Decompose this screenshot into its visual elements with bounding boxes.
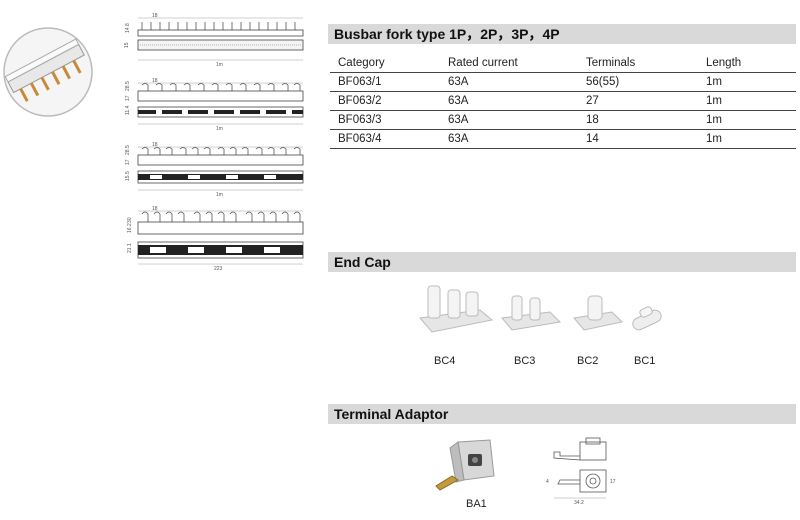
endcap-section-title: End Cap: [328, 252, 796, 272]
endcap-bc1-image: [632, 306, 662, 331]
adaptor-technical-drawing: 34.2 4 17: [546, 437, 616, 506]
drawing-1p: 18 14.8 15 1m: [124, 13, 304, 68]
cell: 1m: [698, 129, 796, 149]
svg-text:30: 30: [127, 217, 133, 223]
header-rated-current: Rated current: [440, 54, 578, 73]
header-terminals: Terminals: [578, 54, 698, 73]
endcap-bc4-image: [419, 285, 494, 333]
cell: BF063/1: [330, 72, 440, 92]
svg-text:1m: 1m: [216, 62, 223, 68]
cell: 56(55): [578, 72, 698, 92]
cell: 1m: [698, 91, 796, 111]
cell: 18: [578, 110, 698, 130]
svg-text:17: 17: [610, 479, 616, 485]
busbar-photo: [3, 27, 93, 117]
svg-text:18: 18: [152, 78, 158, 84]
cell: 63A: [440, 72, 578, 92]
table-row: BF063/4 63A 14 1m: [330, 129, 796, 149]
cell: 63A: [440, 91, 578, 111]
endcap-label-bc3: BC3: [514, 355, 536, 367]
cell: BF063/4: [330, 129, 440, 149]
endcap-bc2-image: [573, 295, 624, 331]
svg-text:28.5: 28.5: [125, 81, 131, 91]
adaptor-section-title: Terminal Adaptor: [328, 404, 796, 424]
svg-text:17: 17: [125, 159, 131, 165]
svg-text:18: 18: [152, 142, 158, 148]
cell: 1m: [698, 72, 796, 92]
endcap-label-bc2: BC2: [577, 355, 599, 367]
svg-text:18: 18: [152, 13, 158, 19]
svg-text:223: 223: [214, 266, 223, 272]
svg-text:14.8: 14.8: [125, 23, 131, 33]
svg-text:1m: 1m: [216, 126, 223, 132]
table-row: BF063/1 63A 56(55) 1m: [330, 72, 796, 92]
cell: BF063/2: [330, 91, 440, 111]
adaptor-label-ba1: BA1: [466, 498, 487, 510]
svg-text:15: 15: [124, 42, 130, 48]
svg-text:16.2: 16.2: [127, 223, 133, 233]
busbar-spec-table: Category Rated current Terminals Length …: [330, 54, 796, 149]
svg-text:17: 17: [125, 95, 131, 101]
svg-text:1m: 1m: [216, 192, 223, 198]
cell: 63A: [440, 129, 578, 149]
cell: BF063/3: [330, 110, 440, 130]
cell: 14: [578, 129, 698, 149]
cell: 1m: [698, 110, 796, 130]
svg-text:28.5: 28.5: [125, 145, 131, 155]
cell: 27: [578, 91, 698, 111]
endcap-label-bc4: BC4: [434, 355, 456, 367]
svg-text:18: 18: [152, 206, 158, 212]
endcap-bc3-image: [501, 295, 562, 331]
drawing-2p: 18 28.5 17 11.4 1m: [125, 78, 304, 132]
endcap-label-bc1: BC1: [634, 355, 656, 367]
drawing-4p: 18 30 16.2 21.1 223: [127, 206, 304, 272]
table-row: BF063/3 63A 18 1m: [330, 110, 796, 130]
svg-text:15.5: 15.5: [125, 171, 131, 181]
adaptor-ba1-image: [435, 439, 495, 491]
header-length: Length: [698, 54, 796, 73]
svg-text:4: 4: [546, 479, 549, 485]
header-category: Category: [330, 54, 440, 73]
table-header-row: Category Rated current Terminals Length: [330, 54, 796, 73]
drawing-3p: 18 28.5 17 15.5 1m: [125, 142, 304, 198]
svg-text:21.1: 21.1: [127, 243, 133, 253]
busbar-section-title: Busbar fork type 1P，2P，3P，4P: [328, 24, 796, 44]
svg-text:34.2: 34.2: [574, 500, 584, 506]
svg-text:11.4: 11.4: [125, 105, 131, 115]
cell: 63A: [440, 110, 578, 130]
table-row: BF063/2 63A 27 1m: [330, 91, 796, 111]
